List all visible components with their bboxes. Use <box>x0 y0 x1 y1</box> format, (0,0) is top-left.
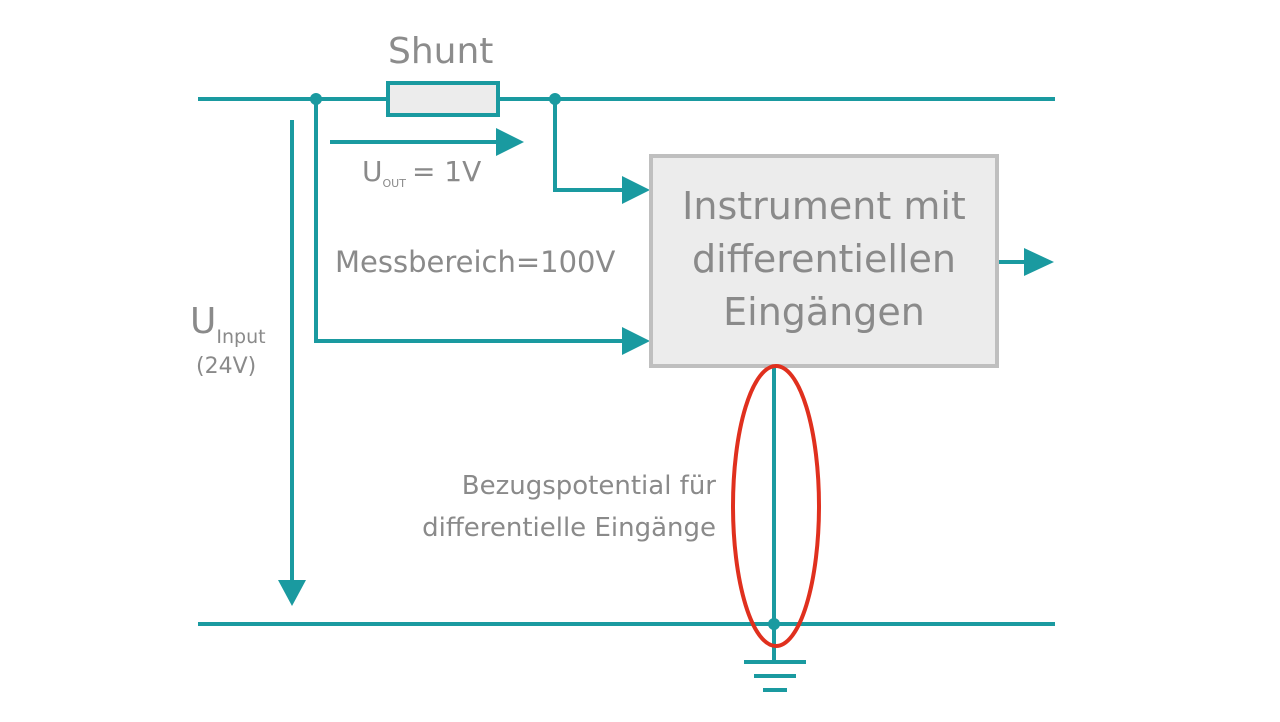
uout-label: UOUT = 1V <box>362 155 482 190</box>
arrow-icon <box>622 327 650 355</box>
arrow-icon <box>622 176 650 204</box>
messbereich-label: Messbereich=100V <box>335 245 616 279</box>
uinput-value: (24V) <box>196 354 257 379</box>
uout-symbol: U <box>362 155 383 188</box>
uinput-subscript: Input <box>216 326 266 348</box>
wire-to-instrument-bottom <box>314 99 624 343</box>
wire-to-instrument-top <box>553 99 624 192</box>
instrument-box <box>649 154 999 368</box>
reference-label-line2: differentielle Eingänge <box>422 513 716 543</box>
instrument-label: Instrument mit differentiellen Eingängen <box>682 184 966 334</box>
junction-bottom <box>768 618 780 630</box>
uout-subscript: OUT <box>382 177 406 190</box>
ground-icon <box>744 660 806 692</box>
shunt-label: Shunt <box>388 31 494 72</box>
uout-arrowhead <box>496 128 524 156</box>
arrow-icon <box>1024 248 1054 276</box>
uout-value: = 1V <box>411 155 482 188</box>
reference-label: Bezugspotential für differentielle Eingä… <box>422 465 716 549</box>
resistor-icon <box>386 81 500 117</box>
uinput-label: UInput <box>190 304 266 347</box>
uinput-arrowhead <box>278 580 306 606</box>
uinput-symbol: U <box>190 301 217 342</box>
reference-label-line1: Bezugspotential für <box>461 471 716 501</box>
highlight-ellipse <box>731 364 821 648</box>
